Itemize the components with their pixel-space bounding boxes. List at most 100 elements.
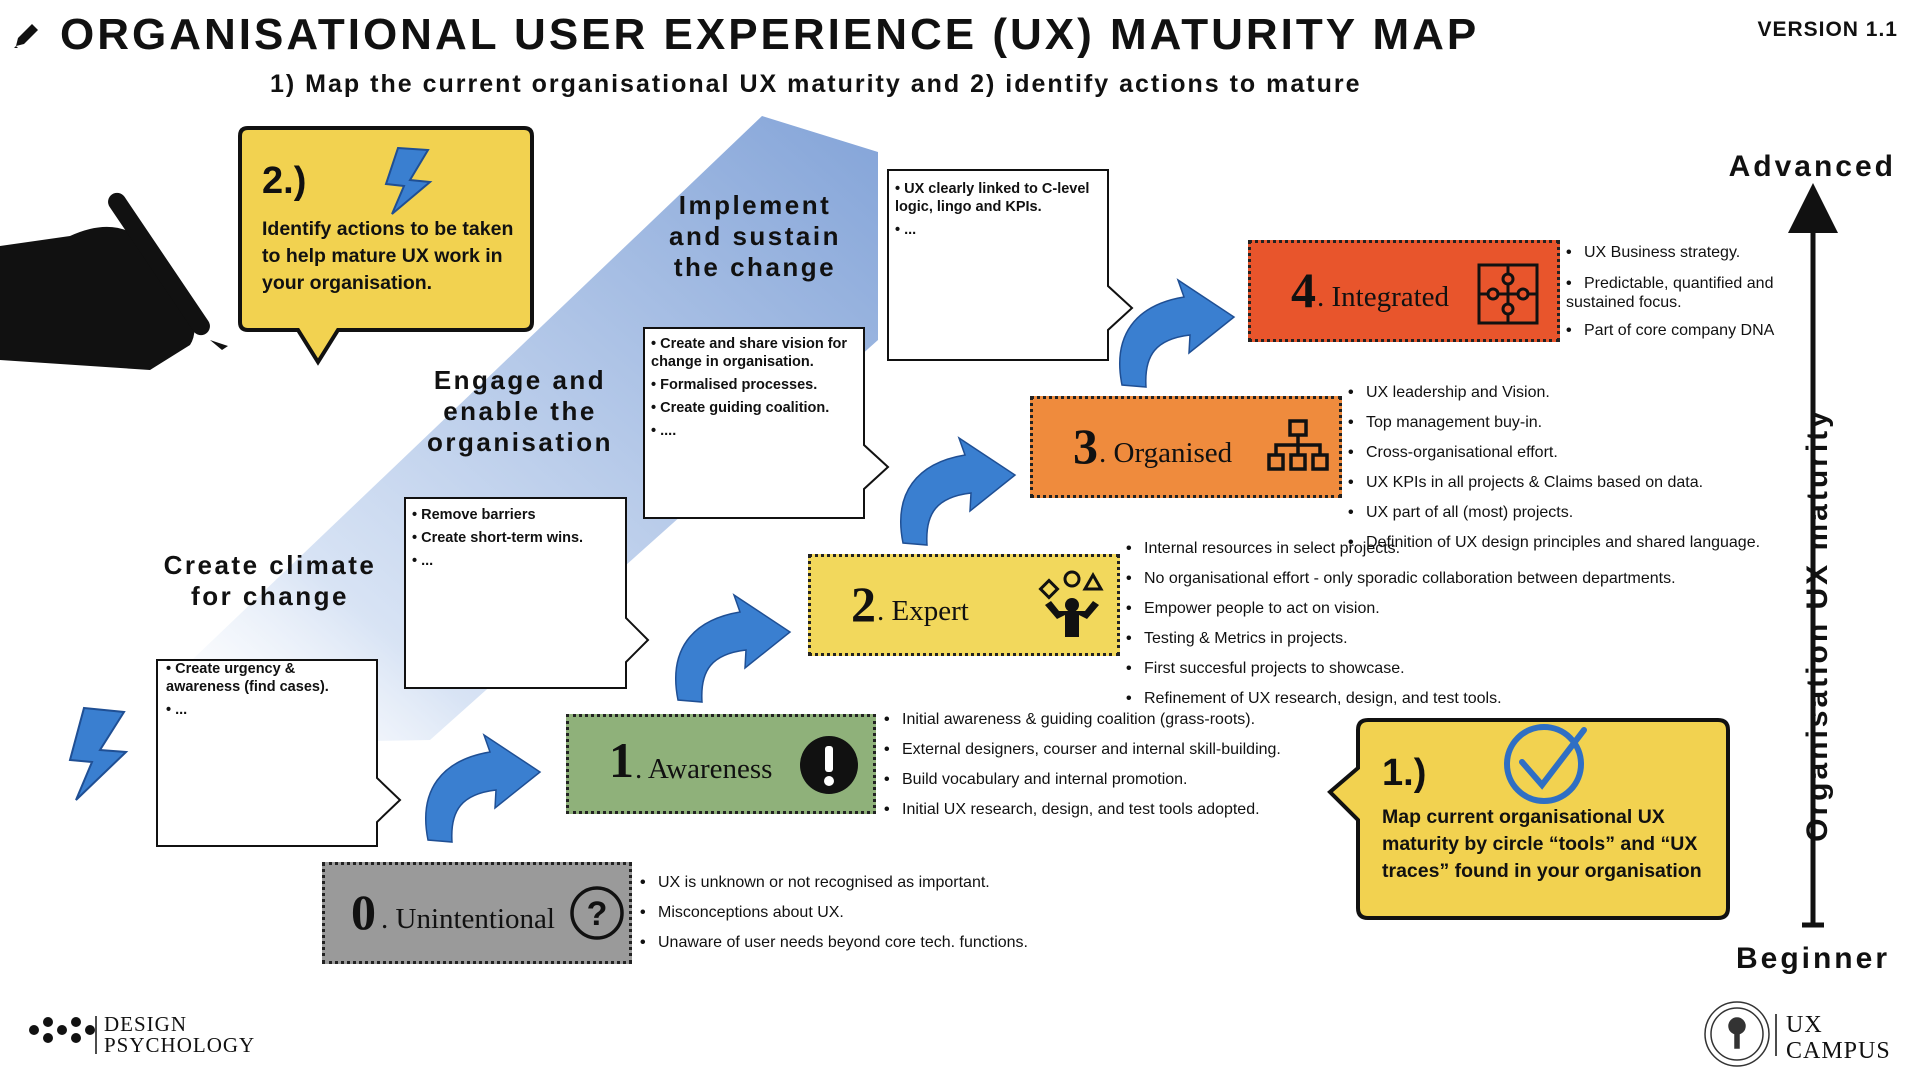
stage-2-bullet: Refinement of UX research, design, and t… <box>1126 684 1676 714</box>
stage-0-bullet: Misconceptions about UX. <box>640 898 1028 928</box>
stage-1-box: 1 . Awareness <box>566 714 876 814</box>
lightning-icon-left <box>68 706 129 801</box>
stage-3-bullets: UX leadership and Vision. Top management… <box>1348 378 1760 558</box>
axis-bottom-label: Beginner <box>1735 942 1890 975</box>
svg-text:?: ? <box>587 895 608 933</box>
stage-4-bullet: UX Business strategy. <box>1566 238 1796 268</box>
action-note-4: • UX clearly linked to C-level logic, li… <box>895 180 1103 244</box>
stage-2-label: . Expert <box>877 595 969 627</box>
phase-label-implement: Implement and sustain the change <box>669 190 841 282</box>
phase-label-engage: Engage and enable the organisation <box>426 365 613 457</box>
phase-label-climate: Create climate for change <box>163 550 377 611</box>
arrow-3-to-4 <box>1119 278 1236 388</box>
stage-0-bullets: UX is unknown or not recognised as impor… <box>640 868 1028 958</box>
action-note-2-item: • Remove barriers <box>412 507 536 523</box>
action-note-3-item: • .... <box>651 423 677 439</box>
exclamation-icon <box>800 736 858 794</box>
stage-2-bullet: No organisational effort - only sporadic… <box>1126 564 1676 594</box>
stage-3-label: . Organised <box>1099 437 1233 469</box>
action-note-3-item: • Create and share vision for change in … <box>651 336 848 370</box>
stage-3-box: 3 . Organised <box>1030 396 1342 498</box>
logo-left-line1: DESIGN <box>104 1012 187 1036</box>
page-title: ORGANISATIONAL USER EXPERIENCE (UX) MATU… <box>60 10 1480 59</box>
stage-0-bullet: UX is unknown or not recognised as impor… <box>640 868 1028 898</box>
design-psychology-logo-icon <box>29 1017 95 1043</box>
stage-0-label: . Unintentional <box>381 903 555 935</box>
action-note-bubble-3 <box>643 327 890 519</box>
axis-label: Organisation UX maturity <box>1801 408 1834 842</box>
stage-2-box: 2 . Expert <box>808 554 1120 656</box>
design-psychology-logo: DESIGN PSYCHOLOGY <box>104 1014 255 1056</box>
stage-3-bullet: UX part of all (most) projects. <box>1348 498 1760 528</box>
action-note-1: • Create urgency & awareness (find cases… <box>166 660 366 724</box>
stage-0-number: 0 <box>351 884 376 940</box>
action-note-1-item: • Create urgency & awareness (find cases… <box>166 661 329 695</box>
version-label: VERSION 1.1 <box>1757 18 1898 41</box>
action-note-3-item: • Formalised processes. <box>651 377 818 393</box>
stage-1-bullet: Build vocabulary and internal promotion. <box>884 765 1281 795</box>
stage-3-bullet: UX KPIs in all projects & Claims based o… <box>1348 468 1760 498</box>
action-note-3: • Create and share vision for change in … <box>651 335 859 445</box>
stage-1-bullet: Initial awareness & guiding coalition (g… <box>884 705 1281 735</box>
stage-3-number: 3 <box>1073 418 1098 474</box>
callout-step1-text: Map current organisational UX maturity b… <box>1382 806 1702 882</box>
action-note-2-item: • ... <box>412 553 434 569</box>
stage-4-label: . Integrated <box>1317 281 1450 313</box>
stage-2-bullet: Testing & Metrics in projects. <box>1126 624 1676 654</box>
callout-step1-bubble <box>1327 718 1730 920</box>
stage-3-bullet: Top management buy-in. <box>1348 408 1760 438</box>
action-note-2-item: • Create short-term wins. <box>412 530 584 546</box>
checkmark-icon <box>1504 724 1587 804</box>
puzzle-icon <box>1477 263 1539 325</box>
lightning-icon-small <box>384 146 433 215</box>
question-icon: ? <box>570 886 624 940</box>
stage-1-number: 1 <box>609 732 634 788</box>
axis-top-label: Advanced <box>1728 150 1896 183</box>
pencil-icon <box>14 24 38 48</box>
arrow-2-to-3 <box>900 436 1017 546</box>
logo-left-line2: PSYCHOLOGY <box>104 1033 256 1057</box>
progress-band <box>150 116 878 745</box>
stage-1-bullet: Initial UX research, design, and test to… <box>884 795 1281 825</box>
stage-2-bullet: First succesful projects to showcase. <box>1126 654 1676 684</box>
stage-4-bullet: Predictable, quantified and sustained fo… <box>1566 268 1796 316</box>
action-note-bubble-2 <box>404 497 650 689</box>
ux-campus-seal-icon <box>1704 1001 1770 1067</box>
logo-right-line1: UX <box>1786 1012 1823 1038</box>
callout-step1-title: 1.) <box>1382 752 1427 794</box>
callout-step2-bubble <box>238 126 534 366</box>
stage-1-bullet: External designers, courser and internal… <box>884 735 1281 765</box>
stage-4-bullets: UX Business strategy. Predictable, quant… <box>1566 238 1796 346</box>
stage-2-bullet: Internal resources in select projects. <box>1126 534 1676 564</box>
stage-0-bullet: Unaware of user needs beyond core tech. … <box>640 928 1028 958</box>
stage-3-bullet: Definition of UX design principles and s… <box>1348 528 1760 558</box>
stage-2-bullets: Internal resources in select projects. N… <box>1126 534 1676 714</box>
action-note-bubble-1 <box>156 659 402 847</box>
hand-pen-icon <box>0 192 228 370</box>
stage-4-box: 4 . Integrated <box>1248 240 1560 342</box>
stage-4-bullet: Part of core company DNA <box>1566 316 1796 346</box>
logo-right-line2: CAMPUS <box>1786 1038 1891 1064</box>
action-note-4-item: • ... <box>895 222 917 238</box>
stage-2-bullet: Empower people to act on vision. <box>1126 594 1676 624</box>
stage-4-number: 4 <box>1291 262 1316 318</box>
arrow-0-to-1 <box>425 733 542 843</box>
action-note-4-item: • UX clearly linked to C-level logic, li… <box>895 181 1090 215</box>
action-note-3-item: • Create guiding coalition. <box>651 400 830 416</box>
callout-step2-text: Identify actions to be taken to help mat… <box>262 218 514 294</box>
stage-3-bullet: Cross-organisational effort. <box>1348 438 1760 468</box>
action-note-1-item: • ... <box>166 702 188 718</box>
stage-3-bullet: UX leadership and Vision. <box>1348 378 1760 408</box>
page-subtitle: 1) Map the current organisational UX mat… <box>270 70 1362 98</box>
callout-step2-title: 2.) <box>262 160 307 202</box>
juggler-icon <box>1038 570 1104 637</box>
hierarchy-icon <box>1267 419 1329 471</box>
ux-campus-logo: UX CAMPUS <box>1786 1012 1891 1064</box>
action-note-bubble-4 <box>887 169 1134 361</box>
action-note-2: • Remove barriers • Create short-term wi… <box>412 506 622 575</box>
arrow-1-to-2 <box>675 593 792 703</box>
stage-1-label: . Awareness <box>635 753 773 785</box>
stage-0-box: 0 . Unintentional ? <box>322 862 632 964</box>
stage-1-bullets: Initial awareness & guiding coalition (g… <box>884 705 1281 825</box>
